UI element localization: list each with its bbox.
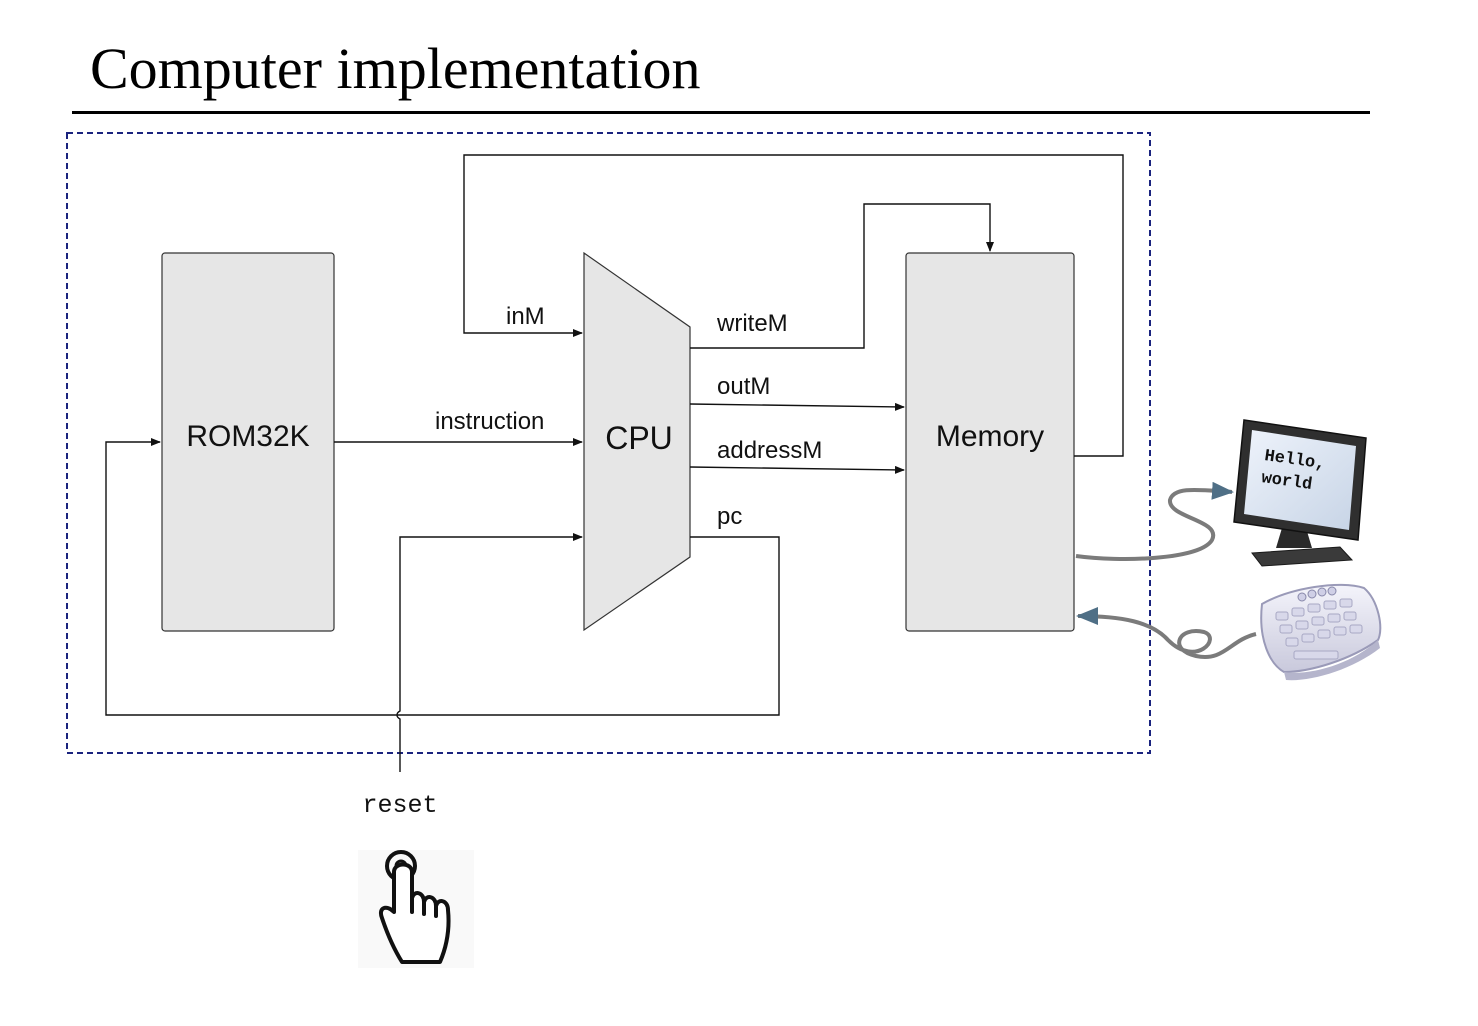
outM-wire — [689, 402, 905, 411]
hand-pointer-icon[interactable] — [358, 850, 474, 968]
title-underline — [72, 111, 1370, 114]
writeM-label: writeM — [716, 310, 788, 337]
writeM-wire — [690, 203, 994, 349]
monitor-icon: Hello, world — [1233, 419, 1367, 567]
pc-wire — [105, 438, 780, 716]
rom32k-label: ROM32K — [186, 420, 309, 453]
addressM-label: addressM — [717, 437, 822, 464]
reset-wire — [396, 533, 583, 772]
rom32k-block: ROM32K — [161, 252, 335, 632]
memory-block: Memory — [905, 252, 1075, 632]
inM-wire — [463, 154, 1124, 457]
pc-label: pc — [717, 503, 742, 530]
memory-label: Memory — [936, 420, 1044, 453]
instruction-label: instruction — [435, 408, 544, 435]
inM-label: inM — [506, 303, 545, 330]
keyboard-cable — [1076, 607, 1257, 660]
keyboard-icon — [1260, 583, 1382, 681]
cpu-block: CPU — [583, 251, 691, 632]
outM-label: outM — [717, 373, 770, 400]
page-title: Computer implementation — [90, 36, 701, 101]
addressM-wire — [689, 465, 905, 474]
computer-boundary — [66, 132, 1151, 754]
screen-cable — [1075, 481, 1234, 561]
cpu-label: CPU — [605, 420, 673, 456]
reset-label: reset — [362, 791, 437, 820]
